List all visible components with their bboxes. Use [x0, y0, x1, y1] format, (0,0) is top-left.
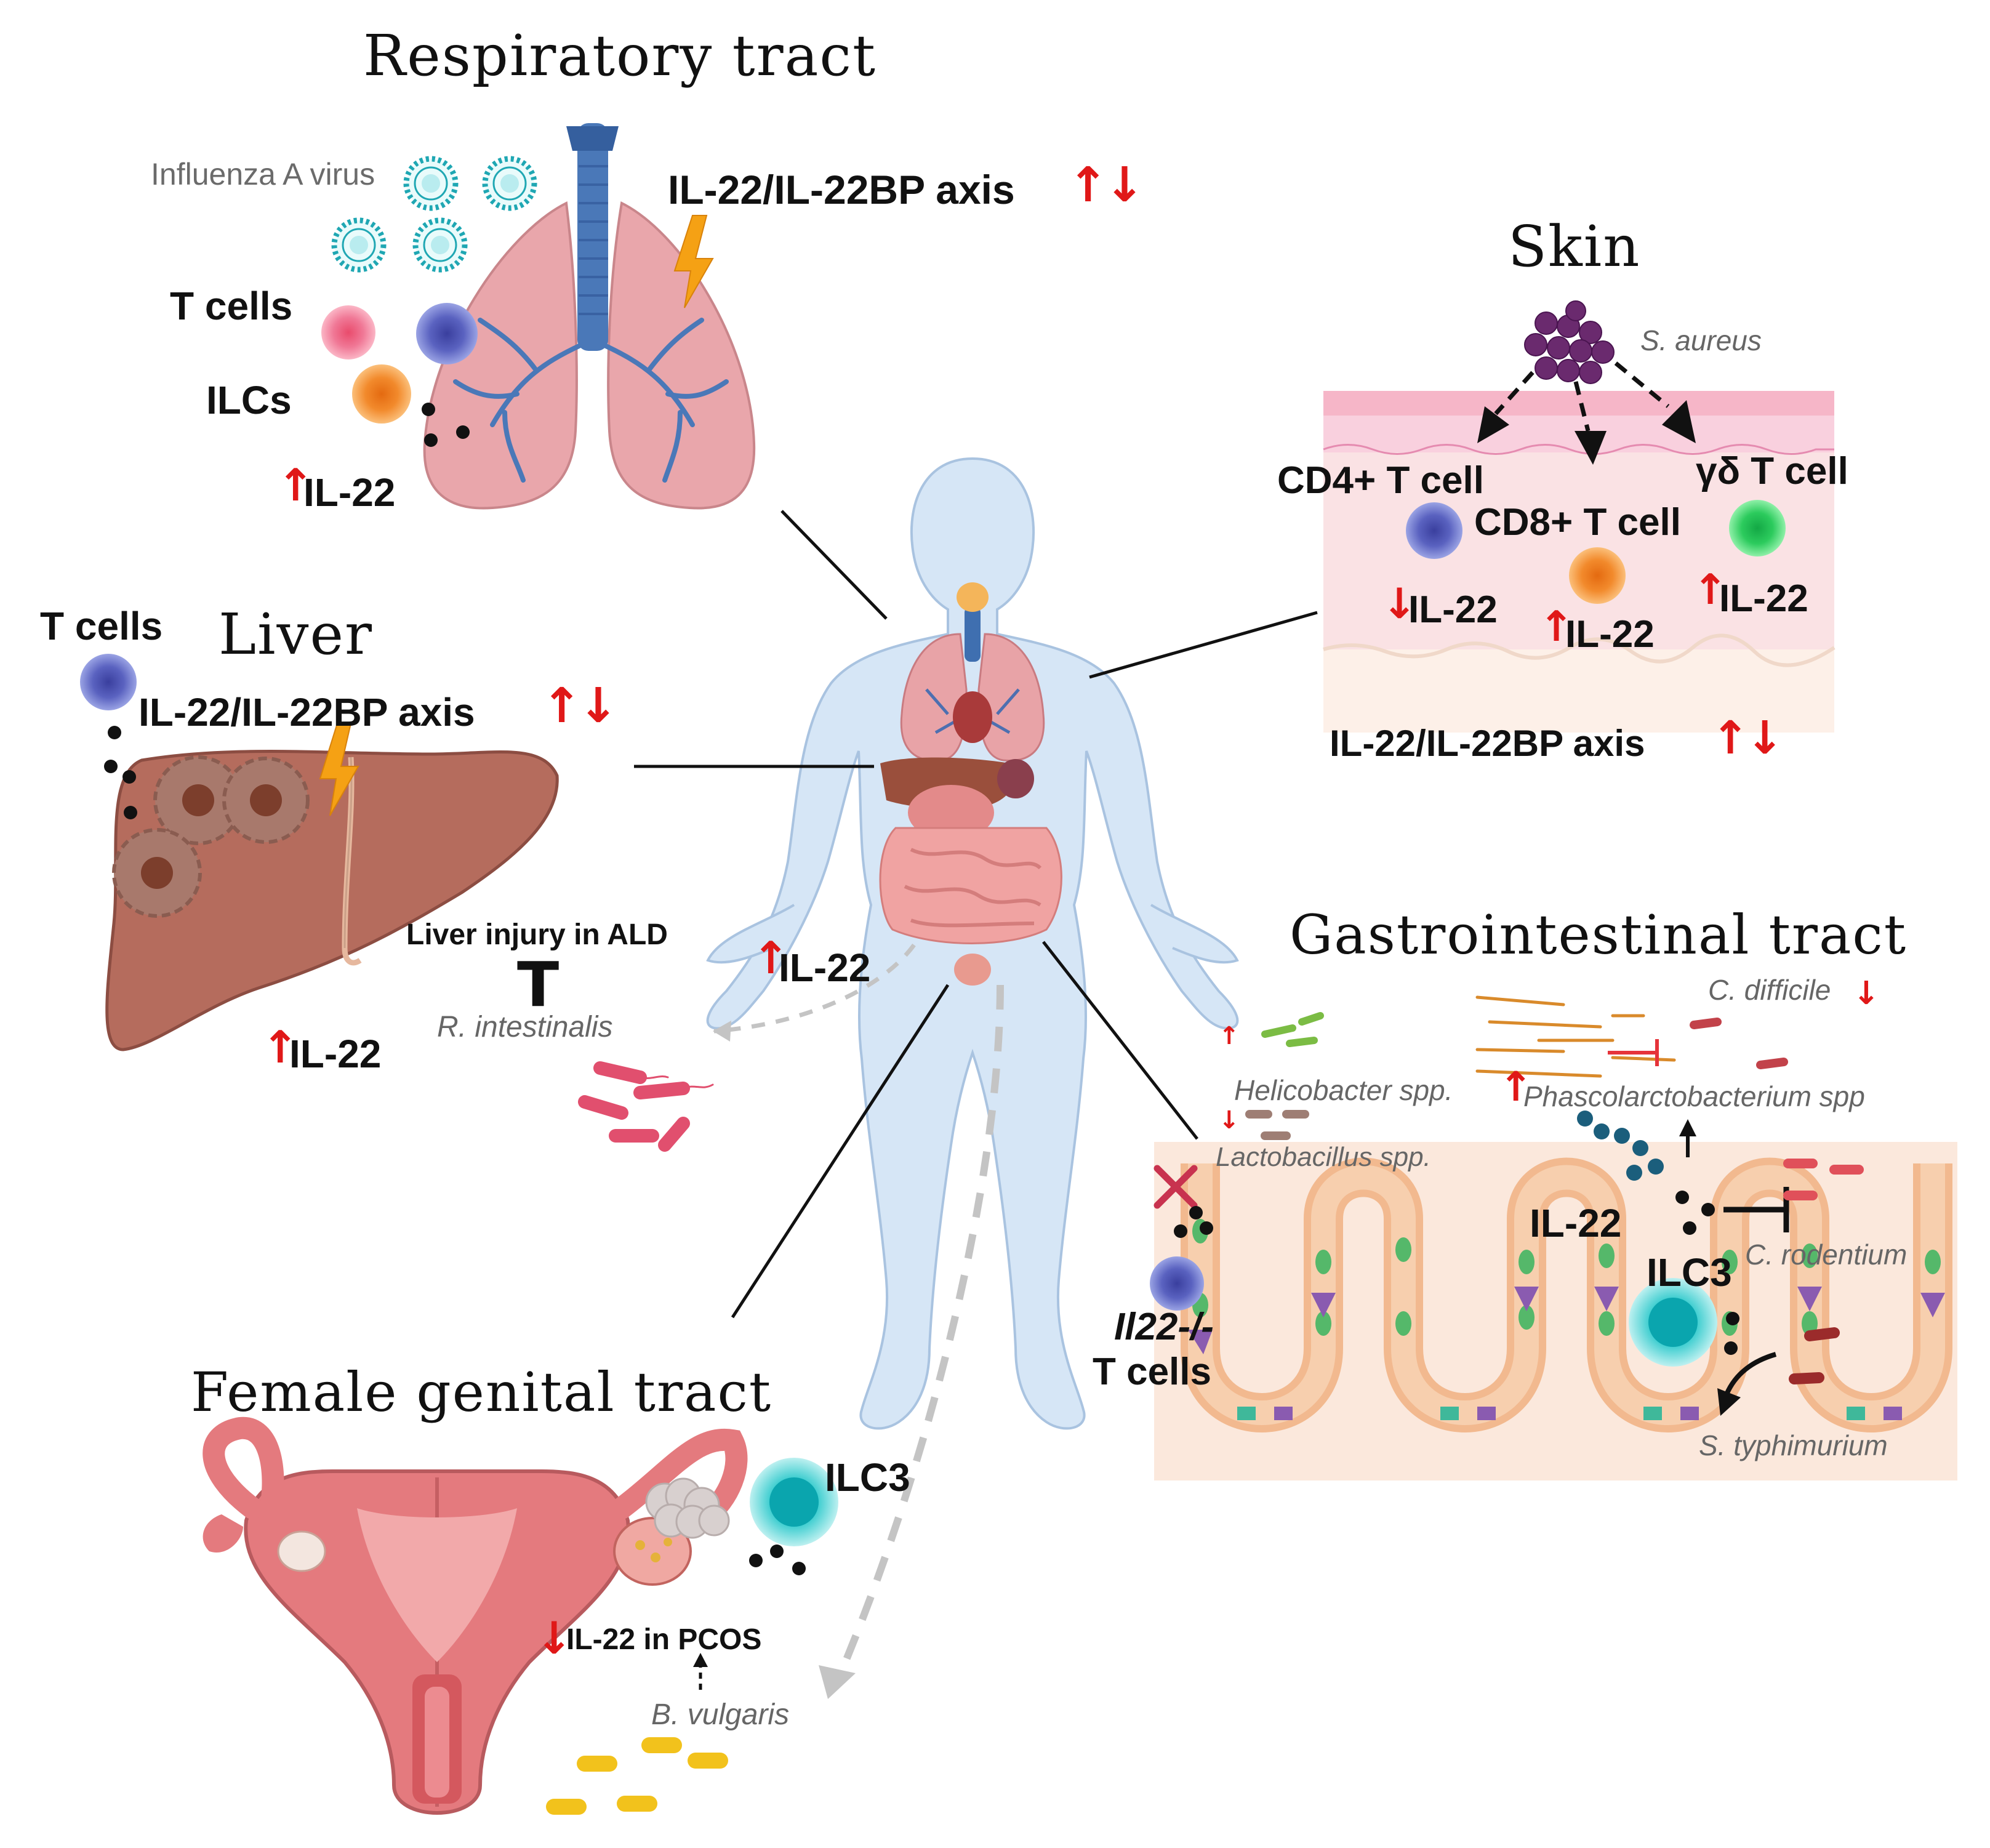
skin-axis-label: IL-22/IL-22BP axis — [1330, 723, 1645, 764]
phascol-bacteria — [1475, 995, 1676, 1078]
gi-panel — [1150, 995, 1957, 1480]
grey-dashed-arrows — [713, 943, 1004, 1699]
female-ilc3 — [749, 1458, 838, 1575]
connector-lines — [634, 510, 1318, 1319]
helicobacter-bacteria — [1261, 1012, 1324, 1047]
liver-title: Liver — [219, 601, 373, 667]
respiratory-cells — [321, 303, 478, 447]
pcos-arrow: ↓ — [536, 1612, 573, 1664]
liver-tumors — [112, 755, 310, 918]
gd-label: γδ T cell — [1696, 450, 1848, 492]
helicobacter-label: Helicobacter spp. — [1234, 1074, 1453, 1106]
phascol-label: Phascolarctobacterium spp — [1523, 1080, 1865, 1112]
cd4-il22-arrow: ↓ — [1382, 580, 1417, 629]
s-typhimurium-label: S. typhimurium — [1699, 1429, 1888, 1461]
pcos-label: IL-22 in PCOS — [566, 1623, 762, 1656]
liver-il22-label: IL-22 — [289, 1032, 382, 1076]
liver-axis-arrows: ↑↓ — [542, 678, 619, 734]
il22-knockout-label: Il22-/- — [1114, 1306, 1214, 1348]
influenza-viruses — [331, 156, 537, 273]
pcos-cysts — [645, 1477, 730, 1539]
skin-panel — [1323, 300, 1836, 733]
respiratory-il22-label: IL-22 — [303, 470, 396, 515]
r-intestinalis-bacteria — [578, 1061, 714, 1152]
respiratory-title: Respiratory tract — [363, 23, 877, 89]
liver-axis-label: IL-22/IL-22BP axis — [138, 690, 475, 734]
respiratory-axis-label: IL-22/IL-22BP axis — [668, 167, 1015, 212]
c-difficile-arrow: ↓ — [1853, 975, 1880, 1012]
cd8-il22-label: IL-22 — [1565, 613, 1655, 656]
s-aureus-label: S. aureus — [1640, 324, 1762, 356]
female-ilc3-label: ILC3 — [825, 1455, 910, 1500]
b-vulgaris-bacteria — [546, 1737, 728, 1815]
human-body — [706, 457, 1239, 1430]
cd4-il22-label: IL-22 — [1408, 589, 1498, 631]
c-rodentium-label: C. rodentium — [1745, 1239, 1908, 1271]
helicobacter-arrow: ↑ — [1219, 1022, 1240, 1050]
lactobacillus-bacteria — [1245, 1110, 1309, 1140]
gd-il22-arrow: ↑ — [1693, 566, 1728, 614]
respiratory-il22-arrow: ↑ — [277, 459, 315, 511]
c-difficile-label: C. difficile — [1708, 974, 1831, 1006]
epithelial-cells — [1188, 1219, 1945, 1420]
r-intestinalis-label: R. intestinalis — [437, 1011, 613, 1043]
gi-il22-label: IL-22 — [1530, 1201, 1622, 1245]
liver-il22-arrow: ↑ — [262, 1021, 299, 1073]
skin-axis-arrows: ↑↓ — [1711, 712, 1784, 765]
cd4-label: CD4+ T cell — [1277, 459, 1484, 502]
lacto-arrow: ↓ — [1219, 1106, 1240, 1135]
cd8-il22-arrow: ↑ — [1539, 603, 1574, 651]
body-il22-label: IL-22 — [779, 946, 871, 990]
liver-t-cells-label: T cells — [40, 604, 163, 648]
lacto-label: Lactobacillus spp. — [1216, 1142, 1431, 1172]
c-difficile-bacteria — [1690, 1018, 1788, 1069]
respiratory-t-cells-label: T cells — [170, 284, 293, 328]
female-title: Female genital tract — [191, 1360, 772, 1424]
s-aureus-cluster — [1524, 300, 1615, 384]
metabolite-hexagons — [1577, 1111, 1664, 1181]
cd8-label: CD8+ T cell — [1474, 501, 1681, 544]
liver-injury-label: Liver injury in ALD — [406, 918, 668, 951]
uterus — [203, 1416, 748, 1815]
inhibition-icon: T — [517, 949, 560, 1021]
gi-t-cells-label: T cells — [1093, 1351, 1211, 1393]
liver-organ — [80, 654, 559, 1051]
gi-ilc3-label: ILC3 — [1647, 1250, 1732, 1295]
blocked-x-icon — [1153, 1165, 1198, 1209]
gi-title: Gastrointestinal tract — [1290, 903, 1908, 966]
skin-title: Skin — [1508, 214, 1641, 279]
gd-il22-label: IL-22 — [1719, 577, 1808, 620]
influenza-label: Influenza A virus — [151, 157, 375, 191]
respiratory-axis-arrows: ↑↓ — [1068, 158, 1145, 213]
phascol-arrow: ↑ — [1499, 1063, 1533, 1111]
respiratory-ilcs-label: ILCs — [206, 378, 292, 422]
body-il22-arrow: ↑ — [752, 932, 790, 984]
b-vulgaris-label: B. vulgaris — [651, 1698, 790, 1731]
